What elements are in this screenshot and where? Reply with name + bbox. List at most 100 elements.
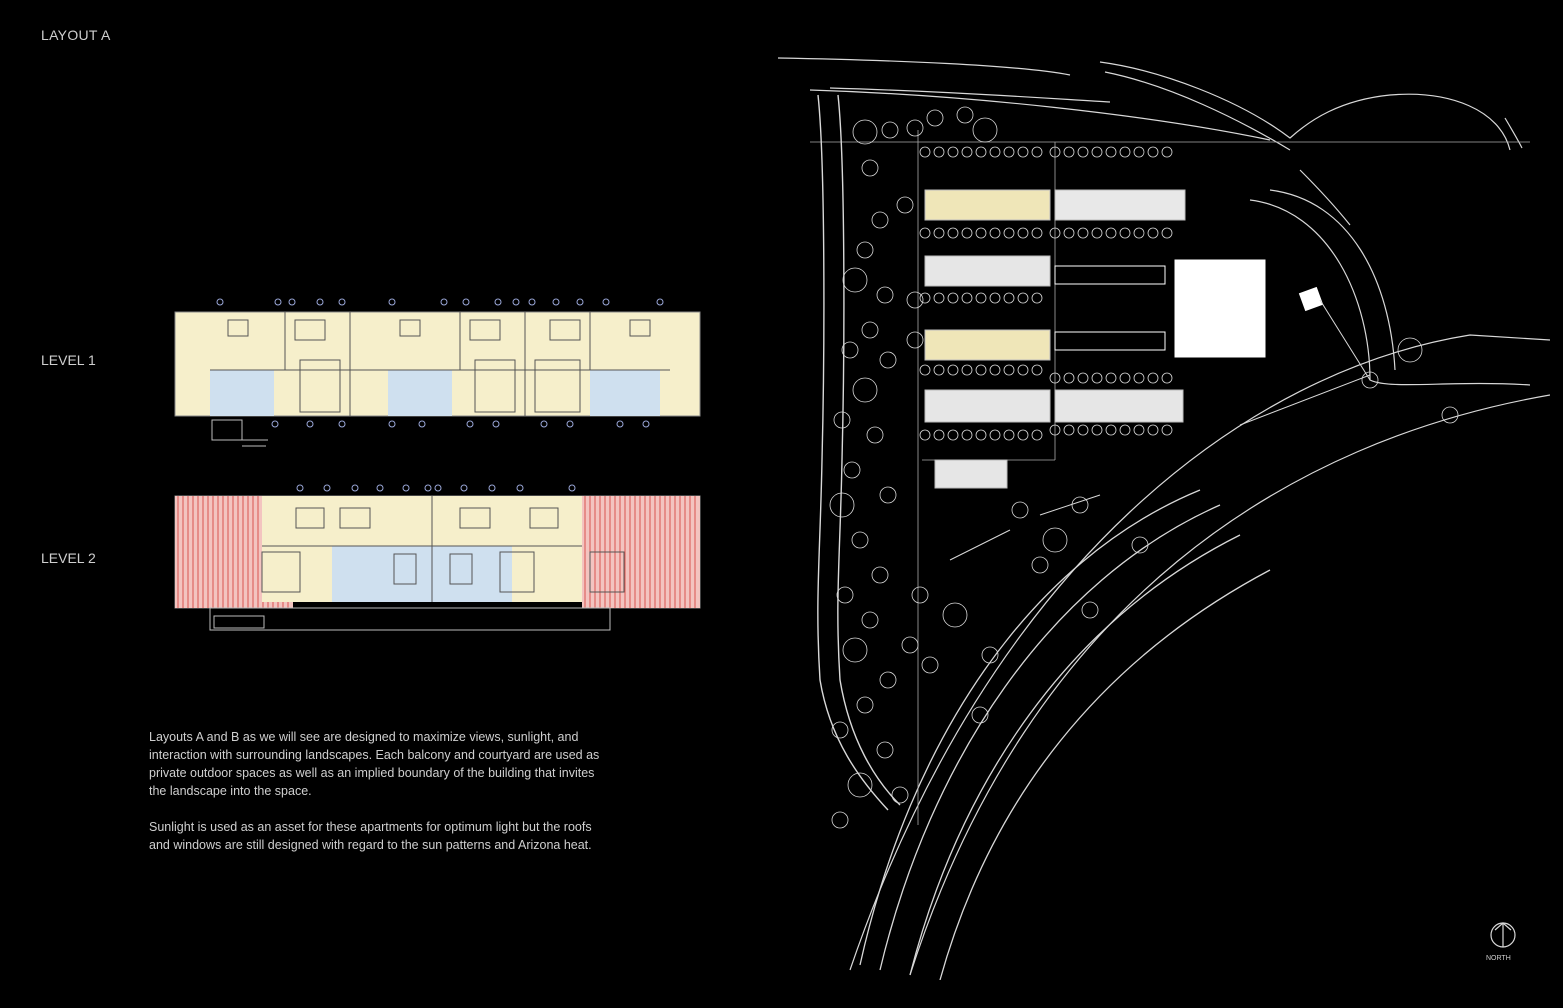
tree-icon xyxy=(933,146,945,158)
tree-icon xyxy=(1049,227,1061,239)
tree-icon xyxy=(891,786,909,804)
tree-icon xyxy=(956,106,974,124)
level-2-floor-plan xyxy=(174,484,701,631)
tree-icon xyxy=(1031,556,1049,574)
tree-icon xyxy=(833,411,851,429)
tree-icons xyxy=(829,106,1459,829)
tree-icon xyxy=(1031,227,1043,239)
tree-icon xyxy=(1031,146,1043,158)
tree-icon xyxy=(1105,146,1117,158)
tree-icon xyxy=(1049,146,1061,158)
tree-icon xyxy=(1063,372,1075,384)
tree-icon xyxy=(1133,424,1145,436)
tree-icon xyxy=(919,364,931,376)
tree-icon xyxy=(906,119,924,137)
tree-icon xyxy=(975,146,987,158)
tree-icon xyxy=(919,227,931,239)
tree-icon xyxy=(1133,227,1145,239)
level-1-label: LEVEL 1 xyxy=(41,352,96,368)
tree-icon xyxy=(831,721,849,739)
level-2-label: LEVEL 2 xyxy=(41,550,96,566)
tree-icon xyxy=(1147,227,1159,239)
tree-icon xyxy=(1003,364,1015,376)
parking-structure-a xyxy=(1174,259,1266,306)
tree-icon xyxy=(911,586,929,604)
tree-icon xyxy=(831,811,849,829)
page-title: LAYOUT A xyxy=(41,27,111,43)
tree-icon xyxy=(1105,372,1117,384)
tree-icon xyxy=(1361,371,1379,389)
tree-icon xyxy=(933,227,945,239)
tree-icon xyxy=(1063,424,1075,436)
tree-icon xyxy=(856,241,874,259)
tree-icon xyxy=(981,646,999,664)
tree-icon xyxy=(933,364,945,376)
tree-icon xyxy=(1161,146,1173,158)
tree-icon xyxy=(975,227,987,239)
tree-icon xyxy=(1133,146,1145,158)
tree-icon xyxy=(906,331,924,349)
tree-icon xyxy=(1119,146,1131,158)
tree-icon xyxy=(861,159,879,177)
tree-icon xyxy=(975,429,987,441)
tree-icon xyxy=(1003,146,1015,158)
north-road-edge xyxy=(777,57,1071,76)
tree-icon xyxy=(1441,406,1459,424)
tree-icon xyxy=(926,109,944,127)
tree-icon xyxy=(1031,429,1043,441)
tree-icon xyxy=(975,292,987,304)
tree-icon xyxy=(896,196,914,214)
tree-icon xyxy=(1063,146,1075,158)
building-block-3 xyxy=(924,329,1051,361)
tree-icon xyxy=(1081,601,1099,619)
description-paragraph-2: Sunlight is used as an asset for these a… xyxy=(149,820,592,852)
tree-icon xyxy=(989,364,1001,376)
tree-icon xyxy=(1105,227,1117,239)
tree-icon xyxy=(989,146,1001,158)
dimension-markers-bottom xyxy=(271,420,650,428)
tree-icon xyxy=(1017,227,1029,239)
tree-icon xyxy=(1119,424,1131,436)
tree-icon xyxy=(1091,146,1103,158)
tree-icon xyxy=(989,429,1001,441)
tree-icon xyxy=(1133,372,1145,384)
tree-icon xyxy=(1161,372,1173,384)
tree-icon xyxy=(1003,429,1015,441)
tree-icon xyxy=(1017,292,1029,304)
tree-icon xyxy=(876,741,894,759)
tree-icon xyxy=(919,292,931,304)
tree-icon xyxy=(971,706,989,724)
tree-icon xyxy=(861,321,879,339)
tree-icon xyxy=(879,486,897,504)
tree-icon xyxy=(1131,536,1149,554)
building-block-5 xyxy=(934,459,1008,489)
tree-icon xyxy=(1017,364,1029,376)
tree-icon xyxy=(921,656,939,674)
tree-icon xyxy=(842,637,868,663)
tree-icon xyxy=(1077,424,1089,436)
tree-icon xyxy=(1031,292,1043,304)
tree-icon xyxy=(989,292,1001,304)
tree-icon xyxy=(933,292,945,304)
tree-icon xyxy=(961,364,973,376)
tree-icon xyxy=(851,531,869,549)
tree-icon xyxy=(829,492,855,518)
building-block-4b xyxy=(1054,389,1184,423)
tree-icon xyxy=(841,341,859,359)
tree-icon xyxy=(1147,372,1159,384)
tree-icon xyxy=(961,292,973,304)
tree-icon xyxy=(843,461,861,479)
tree-icon xyxy=(1397,337,1423,363)
tree-icon xyxy=(947,227,959,239)
tree-icon xyxy=(847,772,873,798)
tree-icon xyxy=(1017,429,1029,441)
building-block-2 xyxy=(924,255,1051,287)
level-1-floor-plan xyxy=(174,298,701,447)
tree-icon xyxy=(989,227,1001,239)
description-text: Layouts A and B as we will see are desig… xyxy=(149,728,609,872)
tree-icon xyxy=(1042,527,1068,553)
tree-icon xyxy=(961,227,973,239)
tree-icon xyxy=(1031,364,1043,376)
tree-icon xyxy=(1063,227,1075,239)
tree-icon xyxy=(1147,424,1159,436)
